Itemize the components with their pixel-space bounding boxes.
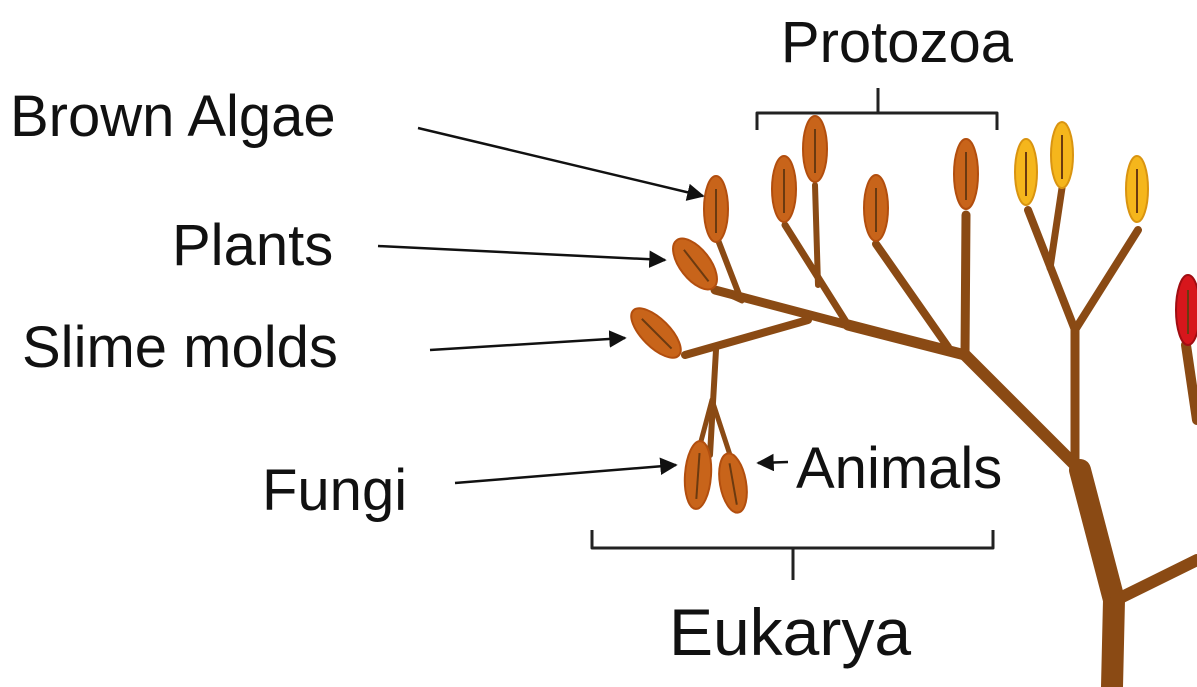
brown-algae-label: Brown Algae xyxy=(10,84,336,149)
animals-arrow xyxy=(758,462,788,463)
slime-molds-label: Slime molds xyxy=(22,315,338,380)
leaf-brown-algae xyxy=(704,176,728,242)
leaf-yellow-2 xyxy=(1051,122,1073,188)
right-branch xyxy=(1116,560,1197,600)
slime-fungi-limb xyxy=(685,320,808,355)
fungi-arrow xyxy=(455,465,676,483)
red-branch xyxy=(1186,345,1197,420)
trunk xyxy=(1080,470,1114,687)
animals-label: Animals xyxy=(796,436,1002,501)
plants-arrow xyxy=(378,246,665,260)
leaf-animals xyxy=(715,451,751,515)
fungi-label: Fungi xyxy=(262,458,407,523)
leaf-yellow-3 xyxy=(1126,156,1148,222)
eukarya-label: Eukarya xyxy=(669,595,911,669)
leaf-protozoa-2 xyxy=(803,116,827,182)
protozoa-label: Protozoa xyxy=(781,10,1014,75)
yellow-branch-right xyxy=(1075,230,1138,330)
leaf-slime-molds xyxy=(623,300,688,365)
leaf-red xyxy=(1176,275,1197,345)
protozoa-bracket xyxy=(757,88,997,130)
slime-molds-arrow xyxy=(430,338,625,350)
animals-stem xyxy=(712,400,730,455)
protozoa-top-stem xyxy=(815,185,818,285)
leaf-protozoa-4 xyxy=(954,139,978,209)
leaf-yellow-1 xyxy=(1015,139,1037,205)
leaf-protozoa-3 xyxy=(864,175,888,241)
brown-algae-arrow xyxy=(418,128,703,196)
leaf-fungi xyxy=(683,440,714,510)
eukarya-bracket xyxy=(592,530,993,580)
leaf-protozoa-1 xyxy=(772,156,796,222)
yellow-branch-mid xyxy=(1050,188,1062,268)
plants-label: Plants xyxy=(172,213,333,278)
protozoa-right-stem xyxy=(965,215,966,355)
